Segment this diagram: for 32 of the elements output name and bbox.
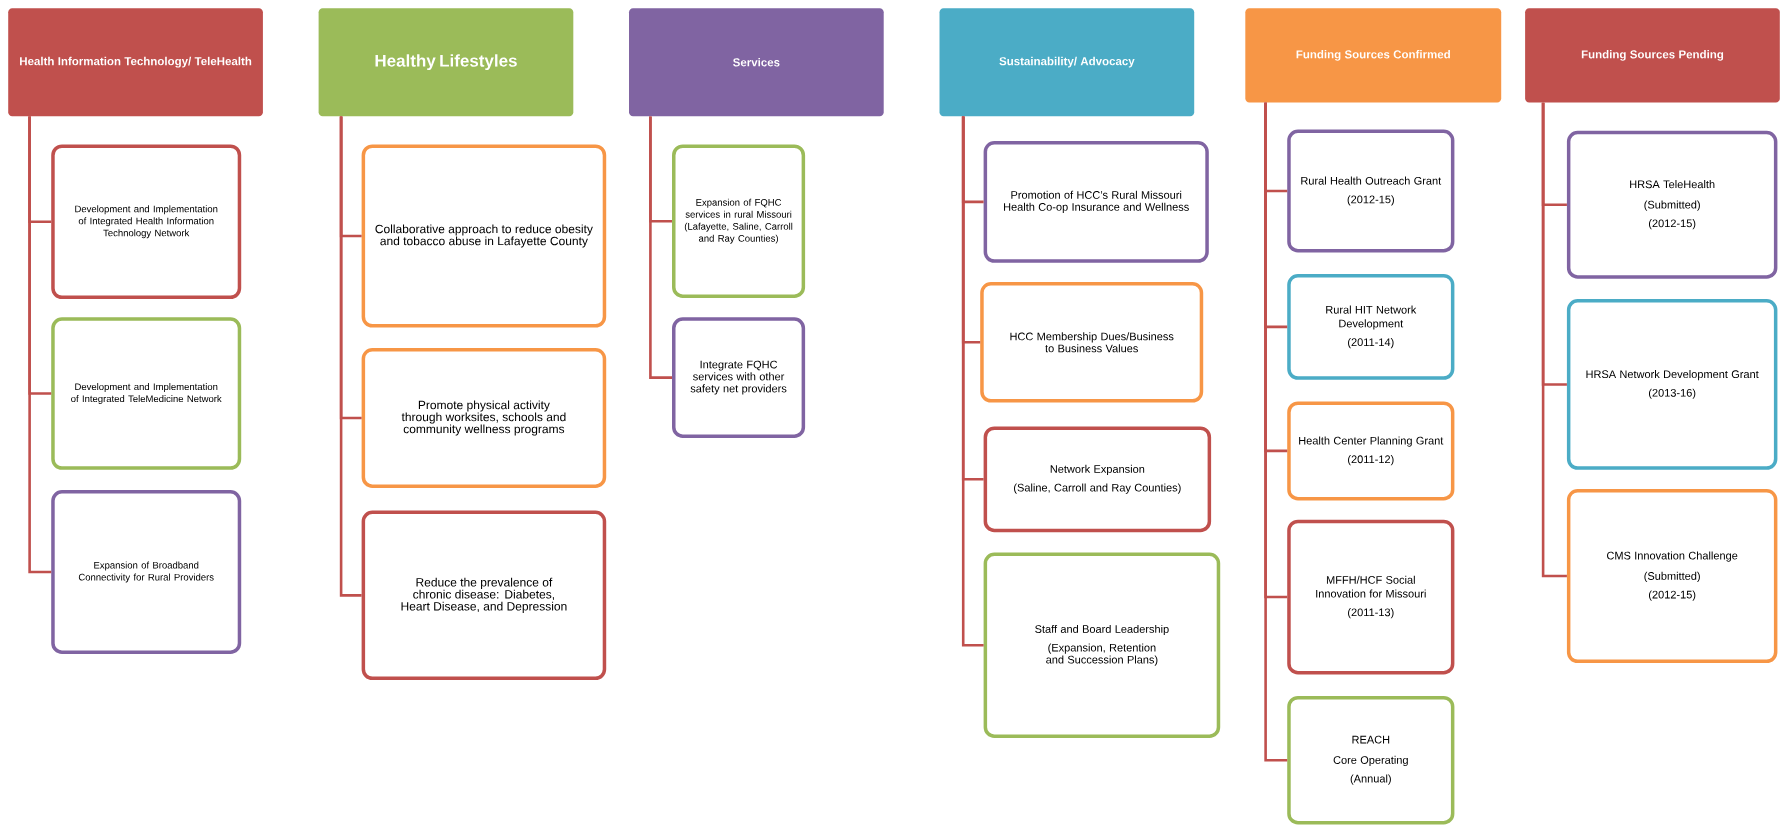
connector-line xyxy=(961,116,984,647)
item-box: Rural Health Outreach Grant (2012-15) xyxy=(1287,129,1455,253)
category-header: Funding Sources Confirmed xyxy=(1245,8,1502,103)
connector-line xyxy=(339,116,362,597)
item-box: Promotion of HCC’s Rural Missouri Health Co-op Insurance and Wellness xyxy=(983,141,1209,263)
item-box: HCC Membership Dues/Business to Business Values xyxy=(980,282,1204,403)
connector-line xyxy=(649,116,672,379)
item-box: Health Center Planning Grant (2011-12) xyxy=(1287,401,1455,501)
item-box: MFFH/HCF Social Innovation for Missouri (2011-13) xyxy=(1287,519,1455,675)
category-header: Funding Sources Pending xyxy=(1525,8,1780,103)
item-box: Expansion of FQHC services in rural Missouri (Lafayette, Saline, Carroll and Ray Counties) xyxy=(672,144,806,298)
item-box: HRSA TeleHealth (Submitted) (2012-15) xyxy=(1566,130,1778,279)
item-box: CMS Innovation Challenge (Submitted) (2012-15) xyxy=(1566,489,1778,664)
item-box: Staff and Board Leadership (Expansion, Retention and Succession Plans) xyxy=(983,552,1221,738)
item-box: Rural HIT Network Development (2011-14) xyxy=(1287,274,1455,380)
connector-line xyxy=(1264,102,1288,762)
item-box: HRSA Network Development Grant (2013-16) xyxy=(1566,299,1778,470)
item-box: Expansion of Broadband Connectivity for Rural Providers xyxy=(51,490,242,654)
category-header: Healthy Lifestyles xyxy=(318,8,574,117)
item-box: Reduce the prevalence of chronic disease: Diabetes, Heart Disease, and Depression xyxy=(361,510,607,681)
item-box: Integrate FQHC services with other safety net providers xyxy=(672,317,806,438)
connector-line xyxy=(28,116,52,574)
category-header: Sustainability/ Advocacy xyxy=(939,8,1195,117)
item-box: Development and Implementation of Integrated Health Information Technology Network xyxy=(51,144,242,300)
connector-line xyxy=(1541,102,1567,578)
category-header: Health Information Technology/ TeleHealth xyxy=(8,8,263,117)
item-box: Development and Implementation of Integrated TeleMedicine Network xyxy=(51,317,242,470)
item-box: Promote physical activity through worksites, schools and community wellness programs xyxy=(361,348,607,488)
item-box: Network Expansion (Saline, Carroll and Ray Counties) xyxy=(983,426,1212,533)
category-header: Services xyxy=(629,8,884,117)
item-box: REACH Core Operating (Annual) xyxy=(1287,695,1455,825)
item-box: Collaborative approach to reduce obesity and tobacco abuse in Lafayette County xyxy=(361,144,607,328)
